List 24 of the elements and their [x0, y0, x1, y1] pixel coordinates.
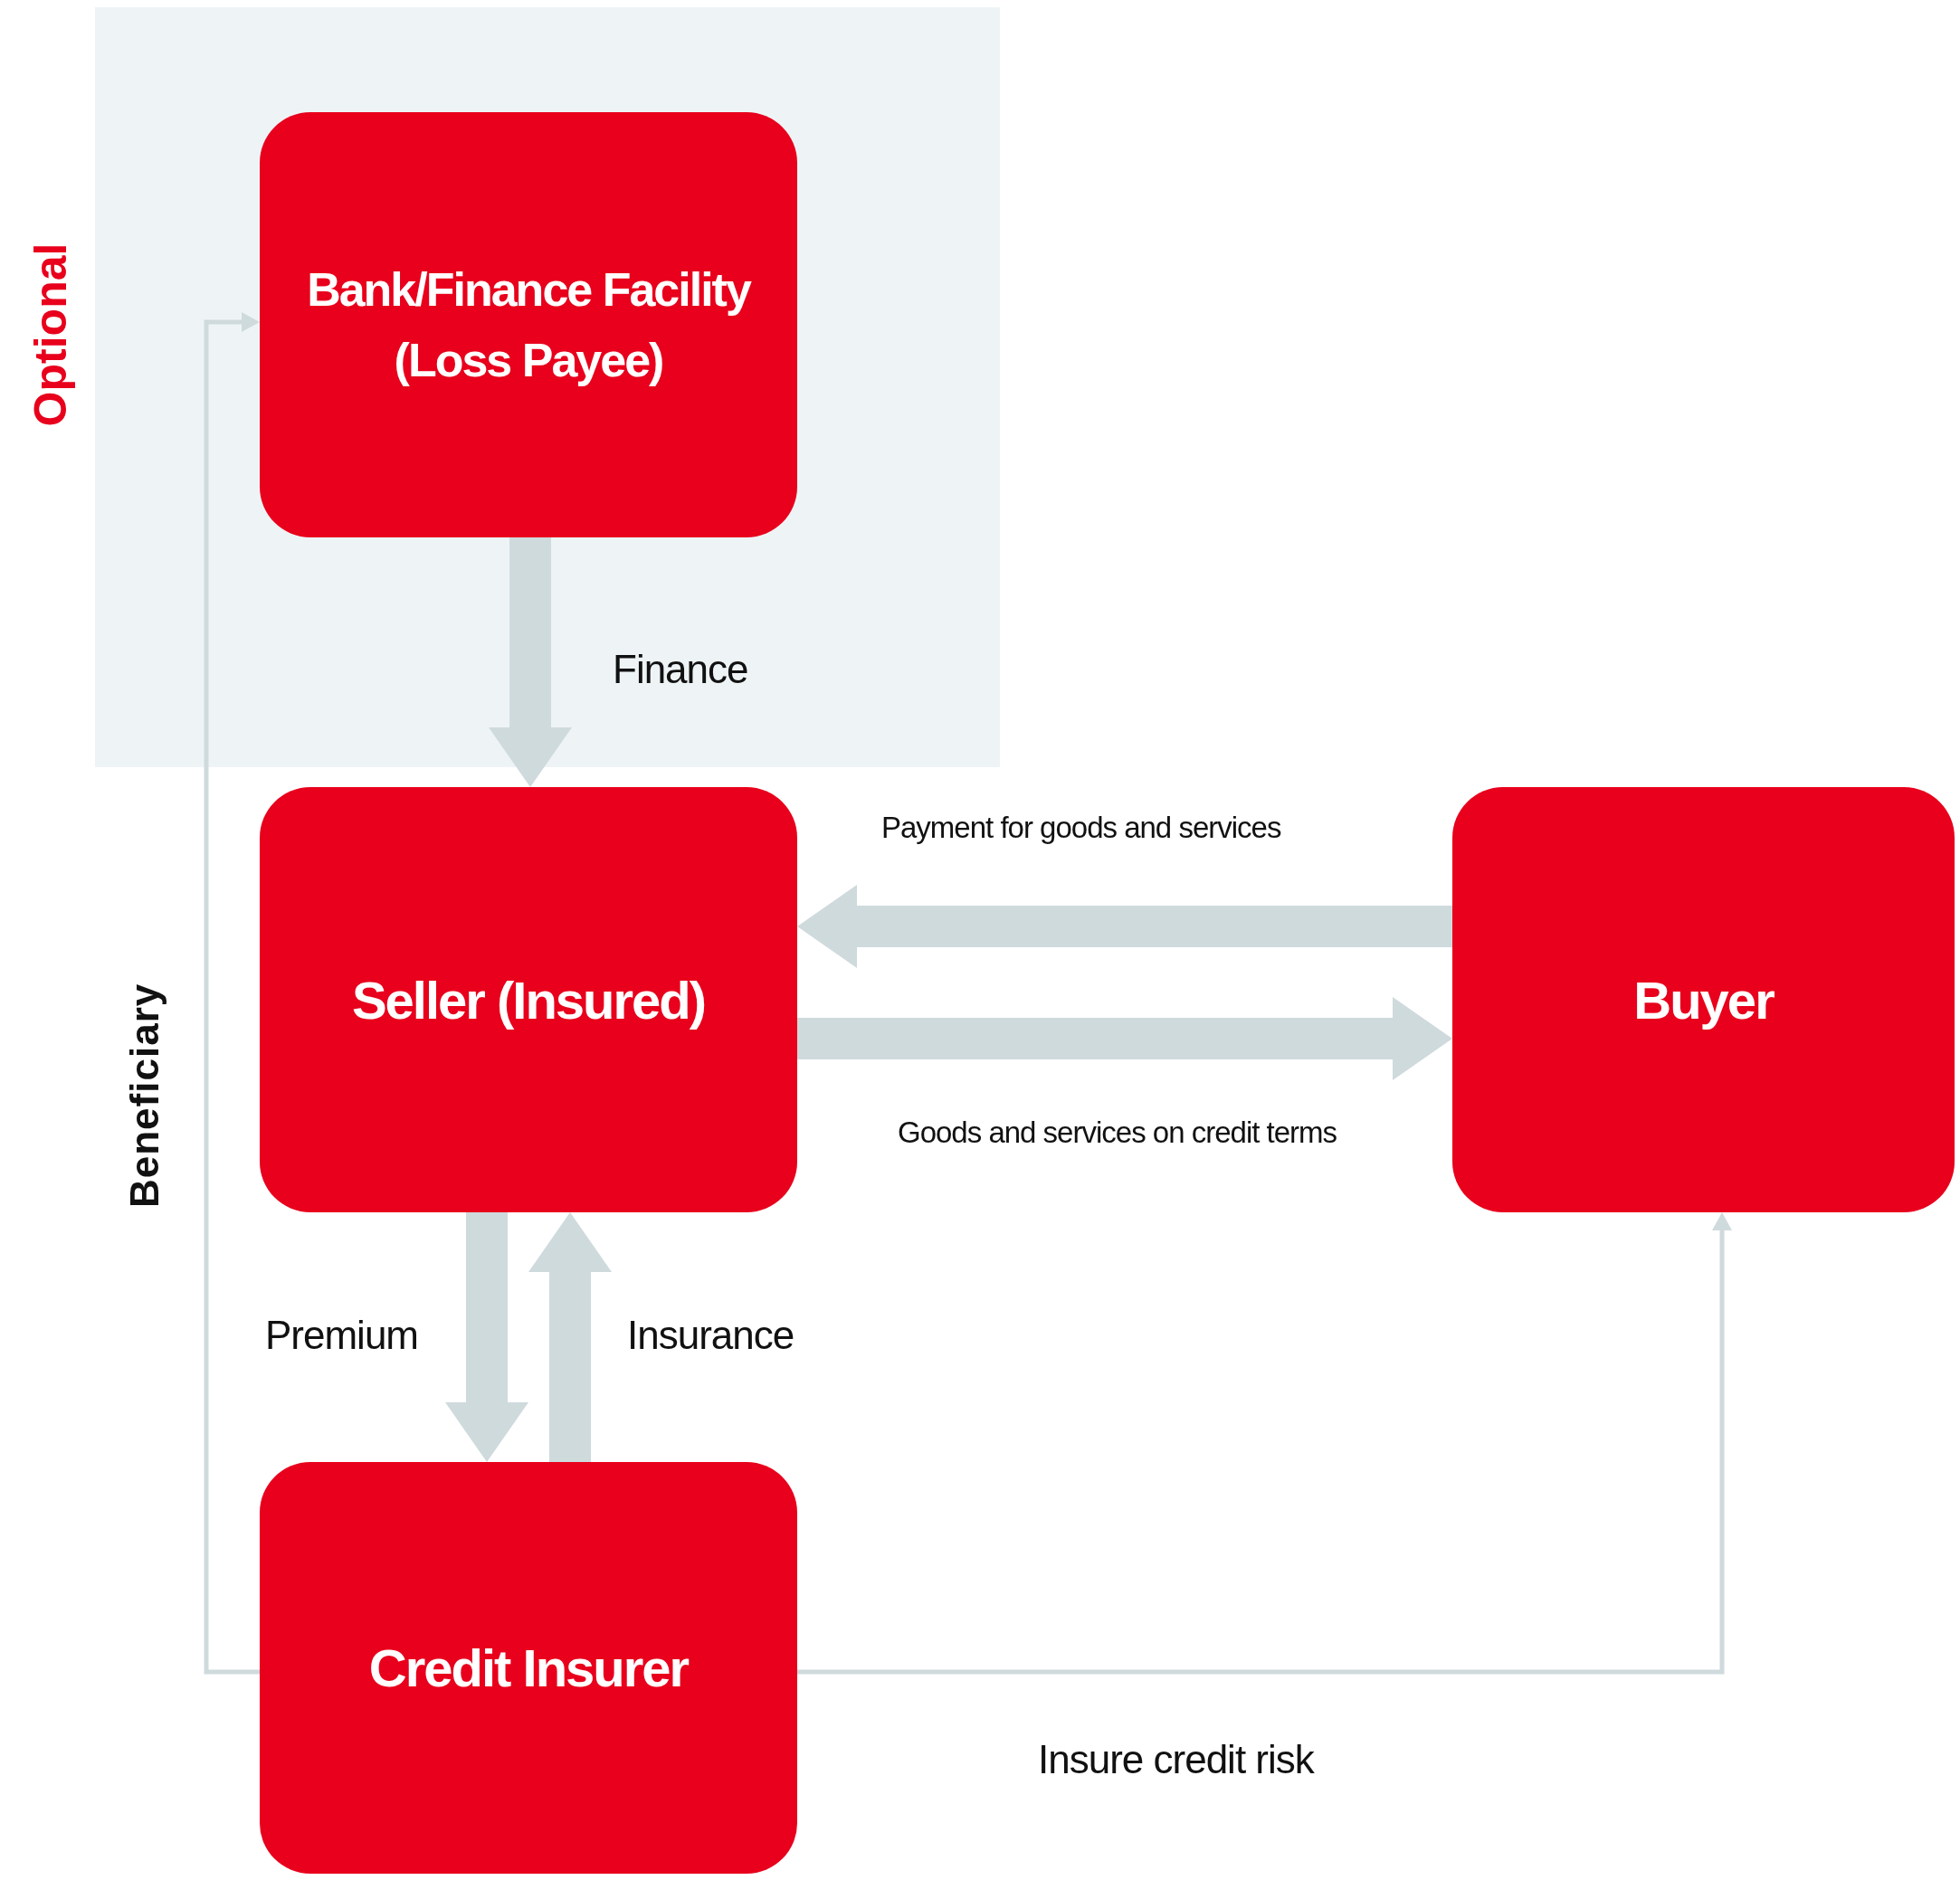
box-label: Credit Insurer	[368, 1638, 689, 1699]
party-box	[260, 112, 797, 537]
box-label: (Loss Payee)	[394, 333, 663, 388]
edge-label: Insure credit risk	[1038, 1736, 1314, 1783]
party-box	[260, 1462, 797, 1874]
block-arrow	[797, 997, 1452, 1080]
connector-arrow	[797, 1212, 1732, 1675]
edge-label: Beneficiary	[121, 982, 167, 1208]
edge-label: Goods and services on credit terms	[898, 1115, 1338, 1151]
edge-label: Payment for goods and services	[881, 810, 1281, 846]
block-arrow	[445, 1212, 528, 1462]
edge-label: Insurance	[627, 1312, 794, 1359]
box-label: Buyer	[1633, 969, 1774, 1031]
edge-label: Finance	[613, 646, 748, 693]
region-title: Optional	[25, 242, 76, 429]
box-label: Bank/Finance Facility	[307, 262, 750, 318]
block-arrow	[797, 885, 1452, 968]
box-label: Seller (Insured)	[351, 969, 706, 1031]
connector-arrow	[204, 312, 260, 1675]
edge-label: Premium	[265, 1312, 419, 1359]
block-arrow	[489, 537, 572, 787]
party-box	[1452, 787, 1955, 1212]
block-arrow	[528, 1212, 612, 1462]
party-box	[260, 787, 797, 1212]
